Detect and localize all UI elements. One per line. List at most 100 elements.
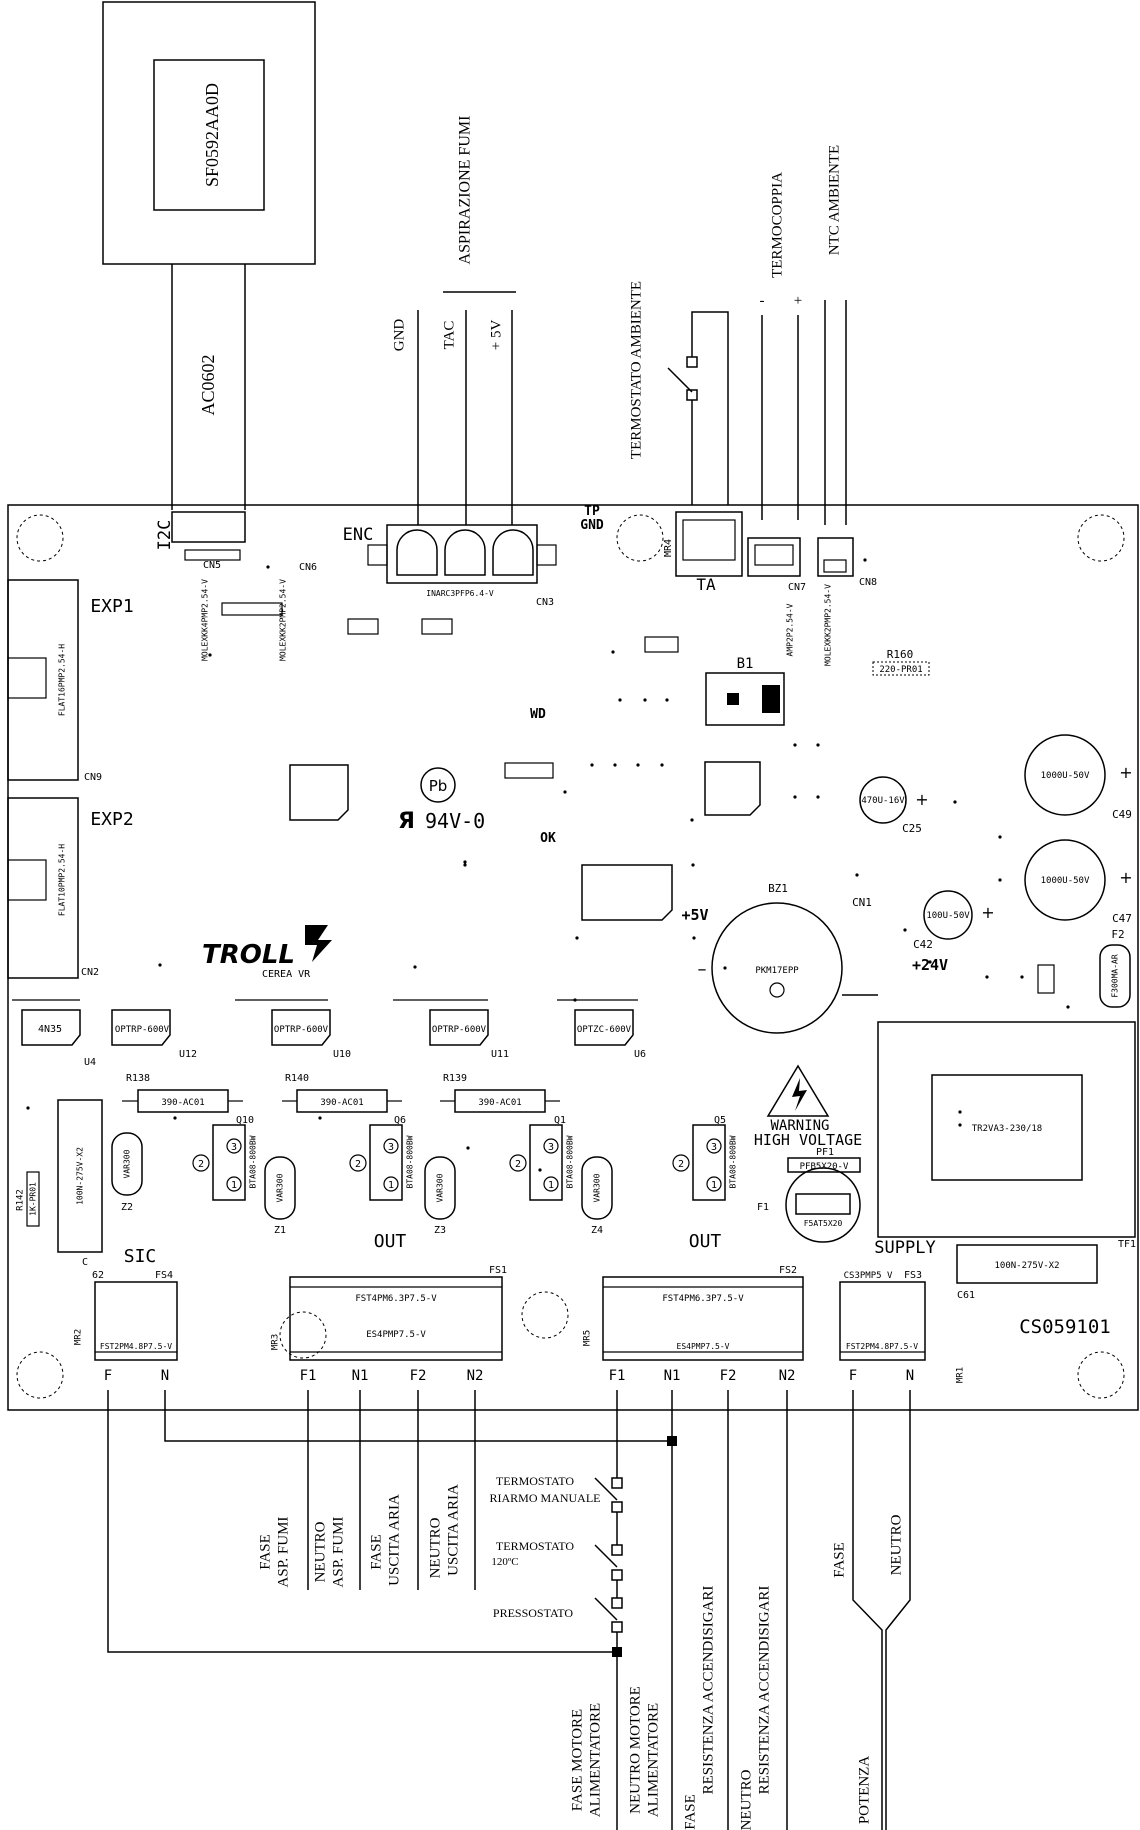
fs1-value2: ES4PMP7.5-V	[366, 1330, 426, 1340]
aspirazione-fumi-wires: ASPIRAZIONE FUMI GND TAC + 5V	[391, 116, 516, 525]
q10-value: BTA08-800BW	[249, 1135, 258, 1188]
out-label-right: OUT	[689, 1231, 722, 1252]
z4-label: Z4	[591, 1225, 603, 1236]
mr5-label: MR5	[583, 1330, 593, 1346]
fase-asp-label-1: FASE	[257, 1534, 273, 1570]
ta-connector	[675, 511, 743, 577]
termostato-120-label-1: TERMOSTATO	[496, 1539, 574, 1553]
troll-logo: TROLL CEREA VR	[202, 925, 332, 980]
plus5v-label: +5V	[681, 906, 708, 924]
b1-label: B1	[737, 656, 754, 672]
fs4-pins: F N	[104, 1368, 169, 1384]
fs2-pin-n1: N1	[664, 1368, 681, 1384]
cable-label: AC0602	[198, 354, 218, 415]
neutro-usc-label-2: USCITA ARIA	[445, 1484, 461, 1576]
mr3-label: MR3	[271, 1334, 281, 1350]
q1-pin3: 3	[548, 1142, 554, 1153]
r138-label: R138	[126, 1073, 150, 1084]
fs4-value: FST2PM4.8P7.5-V	[100, 1342, 172, 1351]
display-box	[102, 1, 316, 265]
r139-label: R139	[443, 1073, 467, 1084]
board-code: CS059101	[1019, 1316, 1111, 1338]
warning-sign: WARNING HIGH VOLTAGE	[754, 1064, 862, 1149]
neutro-res-label-1: NEUTRO	[738, 1769, 754, 1830]
inarc-label: INARC3PFP6.4-V	[426, 589, 494, 598]
q6-pin3: 3	[388, 1142, 394, 1153]
fs3-label: FS3	[904, 1270, 922, 1281]
fs1-value: FST4PM6.3P7.5-V	[355, 1294, 437, 1304]
u12-value: OPTRP-600V	[115, 1025, 170, 1035]
f1-label: F1	[757, 1202, 769, 1213]
c62-label: 62	[92, 1270, 104, 1281]
fs2-pin-f1: F1	[609, 1368, 626, 1384]
tac-wire-label: TAC	[441, 321, 457, 350]
c42-value: 100U-50V	[926, 911, 970, 921]
fs1-pin-n2: N2	[467, 1368, 484, 1384]
neutro-motore-label-2: ALIMENTATORE	[645, 1703, 661, 1817]
mr1-label: MR1	[956, 1367, 966, 1383]
fs4-pin-f: F	[104, 1368, 112, 1384]
triac-q1: Q1 3 1 2 BTA08-800BW	[509, 1115, 575, 1201]
r138-value: 390-AC01	[161, 1098, 204, 1108]
c61-label: C61	[957, 1290, 975, 1301]
flat16-label: FLAT16PMP2.54-H	[58, 644, 67, 716]
ta-label: TA	[696, 575, 716, 594]
q6-label: Q6	[394, 1115, 406, 1126]
triac-q10: Q10 3 1 2 BTA08-800BW	[192, 1115, 258, 1201]
fase-motore-label-1: FASE MOTORE	[569, 1709, 585, 1811]
molex2-label: MOLEXKK2PMP2.54-V	[279, 579, 288, 661]
buzzer	[711, 902, 843, 1034]
exp1-connector	[7, 579, 79, 781]
fase-res-label-1: FASE	[682, 1794, 698, 1830]
q10-pin1: 1	[231, 1180, 237, 1191]
cn1-label: CN1	[852, 896, 872, 909]
fs1-pin-f2: F2	[410, 1368, 427, 1384]
tp-label: TP	[584, 504, 600, 519]
fase-usc-label-2: USCITA ARIA	[386, 1494, 402, 1586]
f2-value: F300MA-AR	[1111, 954, 1120, 998]
bottom-labels: FASE ASP. FUMI NEUTRO ASP. FUMI FASE USC…	[257, 1474, 904, 1830]
cn5-label: CN5	[203, 560, 221, 571]
u11-label: U11	[491, 1049, 509, 1060]
z1-value: VAR300	[276, 1173, 285, 1202]
fs2-value: FST4PM6.3P7.5-V	[662, 1294, 744, 1304]
q6-pin1: 1	[388, 1180, 394, 1191]
pb-label: Pb	[429, 777, 448, 795]
fs3-pins: F N	[849, 1368, 914, 1384]
gnd-wire-label: GND	[391, 319, 407, 352]
ul-label: 94V-0	[425, 809, 485, 833]
bz1-label: BZ1	[768, 882, 788, 895]
c47-value: 1000U-50V	[1041, 876, 1090, 886]
c49-plus: +	[1119, 763, 1132, 782]
r140-label: R140	[285, 1073, 309, 1084]
potenza-label: POTENZA	[856, 1756, 872, 1824]
warning-label: WARNING	[770, 1118, 829, 1134]
q5-pin3: 3	[711, 1142, 717, 1153]
board-dots	[26, 558, 1070, 1172]
cn8-label: CN8	[859, 577, 877, 588]
cs3-label: CS3PMP5 V	[844, 1271, 893, 1281]
c47-label: C47	[1112, 912, 1132, 925]
fs2-label: FS2	[779, 1265, 797, 1276]
molex-cn8-label: MOLEXKK2PMP2.54-V	[824, 584, 833, 666]
wd-label: WD	[530, 707, 546, 722]
c25-plus: +	[915, 790, 928, 809]
r142-label: R142	[16, 1189, 26, 1211]
molex4-label: MOLEXKK4PMP2.54-V	[201, 579, 210, 661]
c25-label: C25	[902, 822, 922, 835]
f2-label: F2	[1111, 928, 1124, 941]
q5-pin2: 2	[678, 1159, 684, 1170]
fs2-pin-f2: F2	[720, 1368, 737, 1384]
neutro-asp-label-2: ASP. FUMI	[330, 1517, 346, 1588]
r160-label: R160	[887, 648, 914, 661]
c42-plus: +	[981, 903, 994, 922]
ul-icon: Я	[398, 809, 415, 834]
fs1-pin-f1: F1	[300, 1368, 317, 1384]
bz1-minus: –	[698, 959, 707, 980]
q10-pin2: 2	[198, 1159, 204, 1170]
z3-value: VAR300	[436, 1173, 445, 1202]
fase-junction	[612, 1647, 622, 1657]
tf1-value: TR2VA3-230/18	[972, 1124, 1042, 1134]
